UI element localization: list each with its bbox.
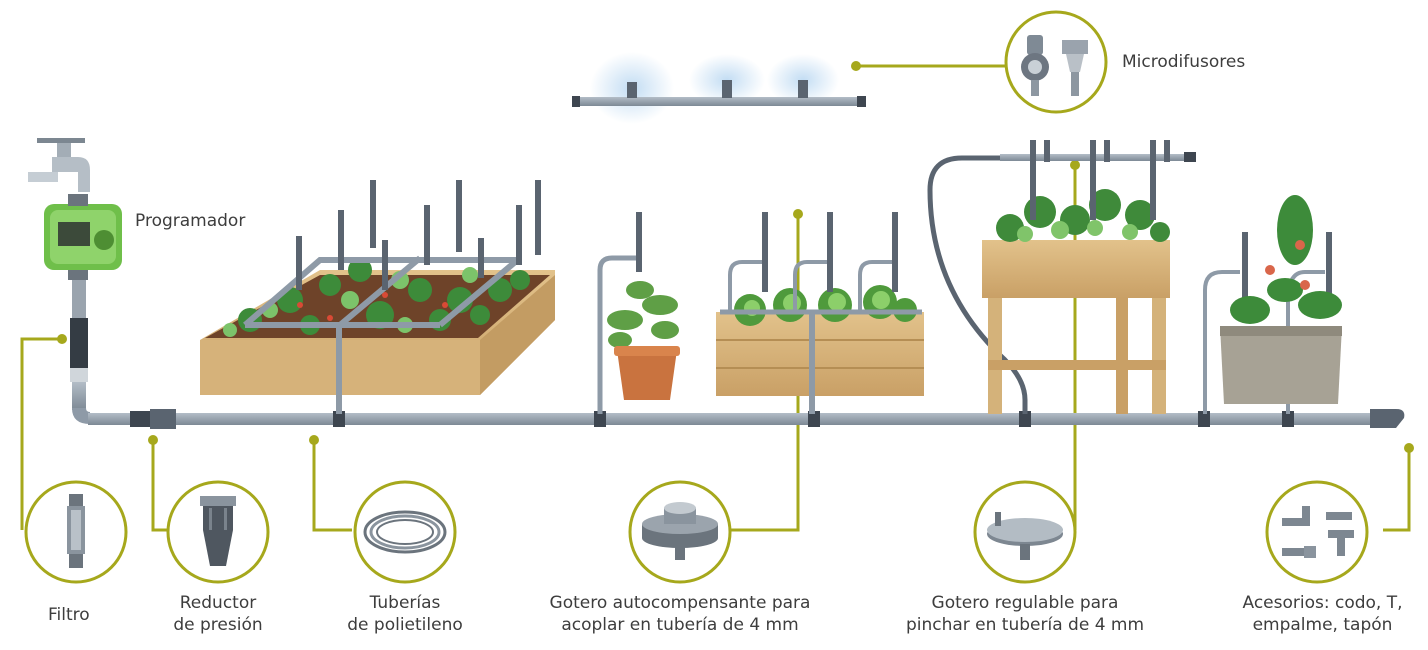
fittings-icon [1265, 480, 1369, 584]
compensating-dripper-icon [628, 480, 732, 584]
adjustable-dripper-icon [973, 480, 1077, 584]
pipe-coil-icon [353, 480, 457, 584]
main-pipe [88, 409, 1405, 429]
callout-tuberias [312, 440, 352, 532]
label-accesorios: Acesorios: codo, T, empalme, tapón [1242, 593, 1403, 635]
callout-accesorios [1383, 448, 1411, 532]
table-planter [927, 140, 1196, 414]
microsprinkler-icon [1004, 10, 1108, 114]
label-gotero-autocompensante: Gotero autocompensante para acoplar en t… [549, 593, 811, 635]
tap-icon [28, 138, 90, 192]
raised-bed-left [200, 180, 555, 414]
grow-bag [1203, 195, 1342, 414]
label-filtro: Filtro [48, 605, 90, 625]
label-programador: Programador [135, 211, 246, 231]
filter-icon [24, 480, 128, 584]
timer-icon [44, 194, 122, 280]
label-gotero-regulable: Gotero regulable para pinchar en tubería… [905, 593, 1145, 635]
label-reductor: Reductor de presión [173, 593, 263, 635]
potted-plant [597, 212, 680, 414]
microsprinkler-line [572, 52, 866, 124]
filter-inline [70, 280, 90, 424]
callout-lines [20, 64, 1411, 532]
label-microdifusores: Microdifusores [1122, 52, 1246, 72]
pressure-reducer-icon [166, 480, 270, 584]
label-tuberias: Tuberías de polietileno [347, 593, 463, 635]
callout-filtro [20, 337, 62, 530]
raised-bed-middle [716, 212, 924, 414]
callout-reductor [151, 440, 168, 532]
